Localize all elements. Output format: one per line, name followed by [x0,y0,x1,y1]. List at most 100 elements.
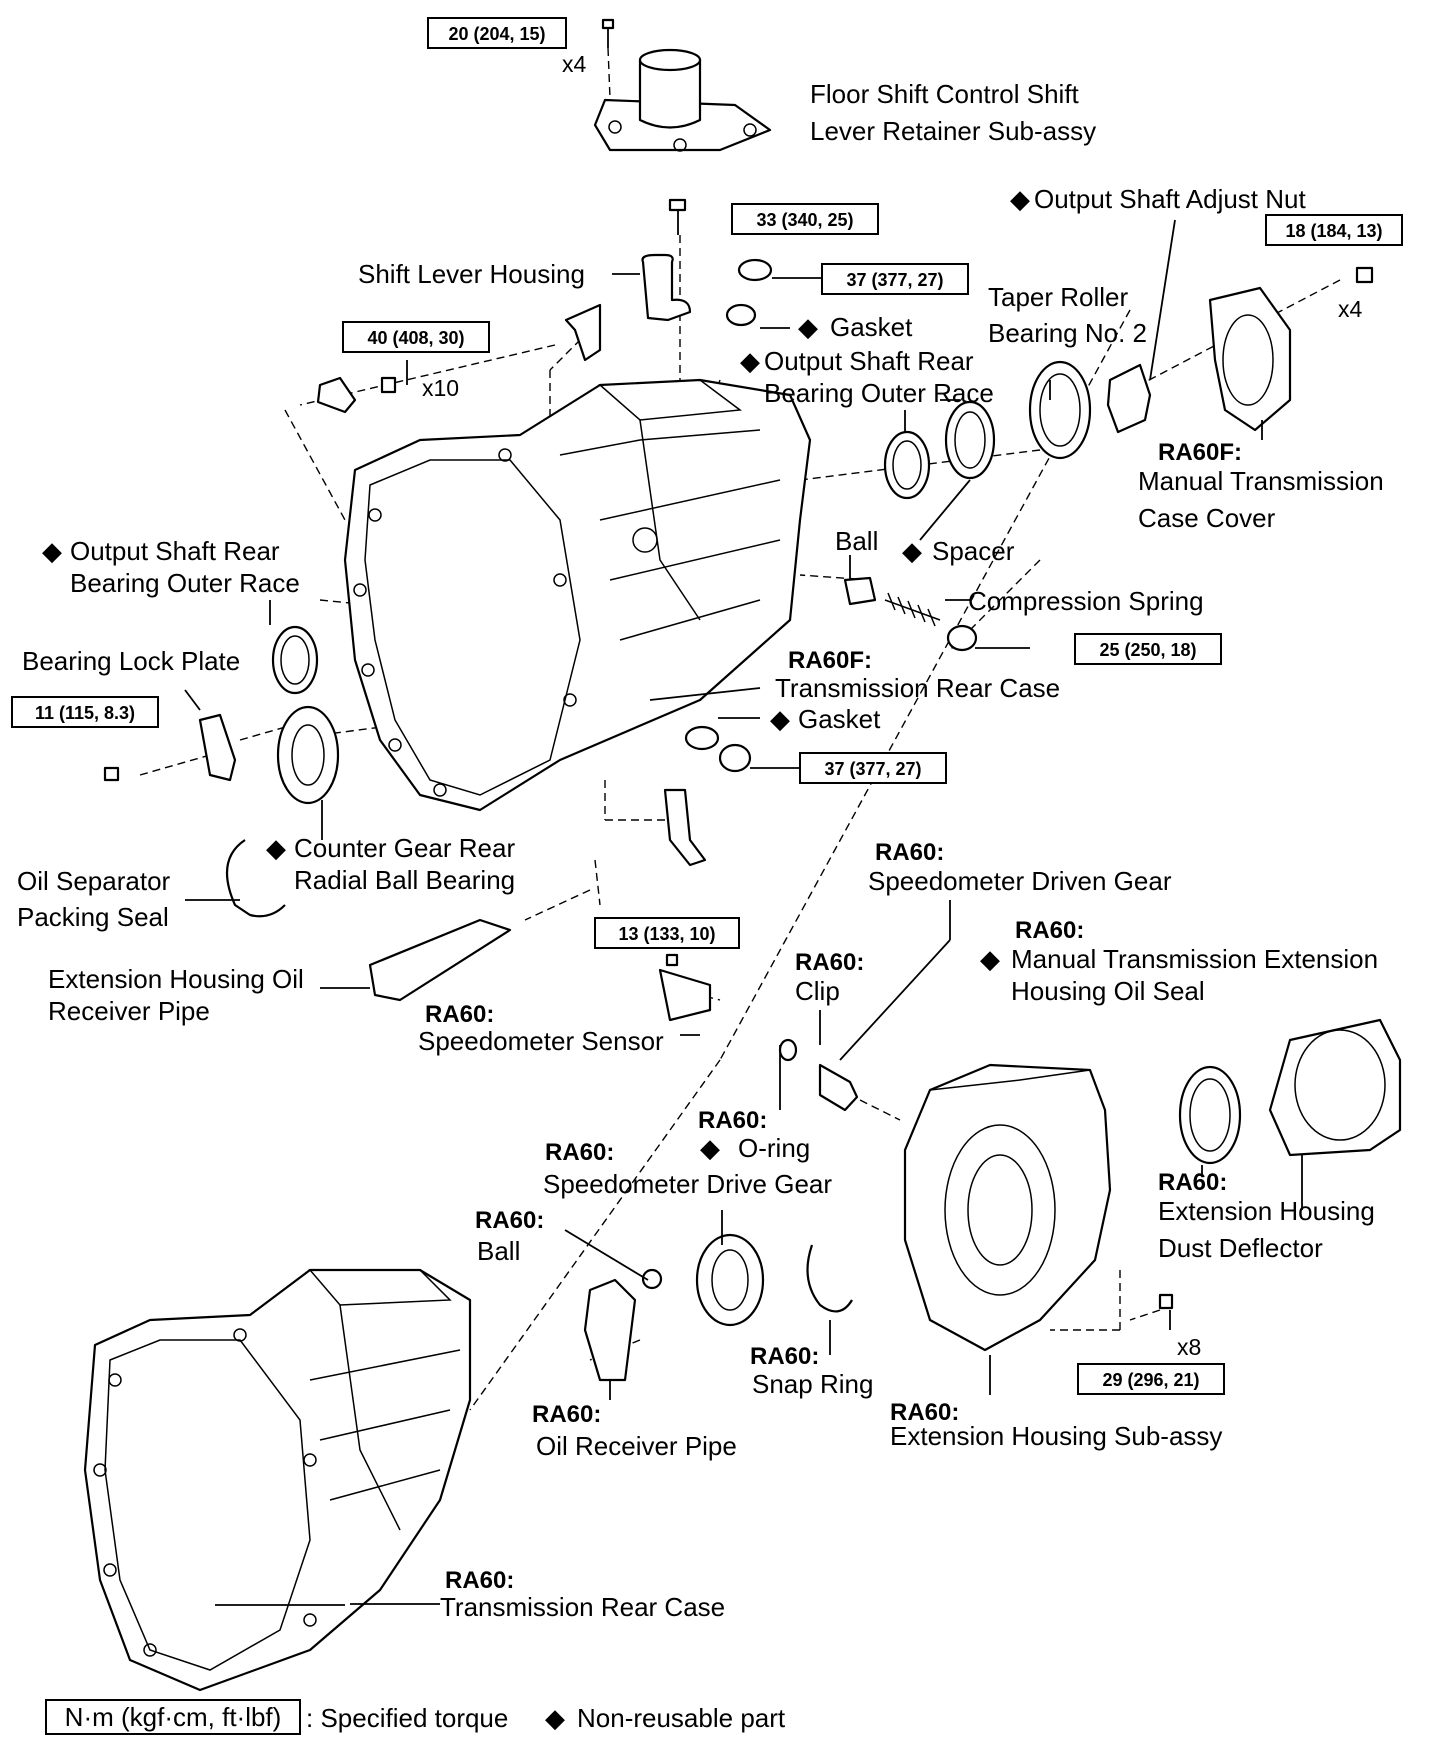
label-oil-separator-line1: Oil Separator [17,866,171,896]
oil-separator-pipe-drawing [225,839,512,1002]
quantity-x4: x4 [562,51,587,77]
label-gasket-top: Gasket [830,312,913,342]
ra60-small-parts-drawing [583,1233,853,1382]
model-tag: RA60: [890,1399,959,1426]
legend-specified-torque: : Specified torque [306,1703,508,1733]
torque-value: 37 (377, 27) [846,270,943,290]
model-tag: RA60: [1158,1169,1227,1196]
label-ext-oil-seal-line2: Housing Oil Seal [1011,976,1205,1006]
label-rear-case-ra60: Transmission Rear Case [440,1592,725,1622]
model-tag: RA60F: [788,647,872,674]
label-case-cover-line2: Case Cover [1138,503,1276,533]
ra60-extension-housing-drawing [903,1018,1402,1352]
quantity-x10: x10 [422,375,459,401]
label-output-race-right-line1: Output Shaft Rear [764,346,974,376]
model-tag: RA60F: [1158,439,1242,466]
label-oil-separator-line2: Packing Seal [17,902,169,932]
label-output-race-left-line2: Bearing Outer Race [70,568,300,598]
top-plugs-drawing [316,258,773,414]
quantity-x4: x4 [1338,296,1363,322]
non-reusable-marker: ◆ [266,833,286,863]
label-counter-gear-line1: Counter Gear Rear [294,833,515,863]
torque-value: 29 (296, 21) [1102,1370,1199,1390]
label-case-cover-line1: Manual Transmission [1138,466,1384,496]
label-output-race-left-line1: Output Shaft Rear [70,536,280,566]
torque-value: 13 (133, 10) [618,924,715,944]
label-floor-shift-line2: Lever Retainer Sub-assy [810,116,1096,146]
model-tag: RA60: [545,1139,614,1166]
model-tag: RA60: [750,1343,819,1370]
torque-box-11: 11 (115, 8.3) [11,696,159,728]
label-ext-oil-pipe-line2: Receiver Pipe [48,996,210,1026]
label-ext-oil-pipe-line1: Extension Housing Oil [48,964,304,994]
torque-box-40: 40 (408, 30) [342,321,490,353]
label-spacer: Spacer [932,536,1015,566]
non-reusable-marker: ◆ [740,346,760,376]
torque-value: 20 (204, 15) [448,24,545,44]
left-bearings-drawing [103,625,340,805]
non-reusable-marker: ◆ [42,536,62,566]
label-speedometer-sensor: Speedometer Sensor [418,1026,664,1056]
label-bearing-lock-plate: Bearing Lock Plate [22,646,240,676]
torque-box-33: 33 (340, 25) [731,203,879,235]
label-o-ring: O-ring [738,1133,810,1163]
mid-gasket-drawing [663,725,752,867]
multipliers: x4 x4 x10 x8 [422,51,1363,1360]
label-ext-oil-seal-line1: Manual Transmission Extension [1011,944,1378,974]
label-taper-roller-line1: Taper Roller [988,282,1129,312]
label-output-adjust-nut: Output Shaft Adjust Nut [1034,184,1306,214]
label-snap-ring: Snap Ring [752,1369,873,1399]
label-output-race-right-line2: Bearing Outer Race [764,378,994,408]
torque-value: 33 (340, 25) [756,210,853,230]
non-reusable-marker: ◆ [902,536,922,566]
non-reusable-marker: ◆ [1010,184,1030,214]
torque-specs: 20 (204, 15) 33 (340, 25) 18 (184, 13) 3… [11,17,1403,1395]
torque-box-25: 25 (250, 18) [1074,633,1222,665]
legend-unit-box: N·m (kgf·cm, ft·lbf) [65,1702,282,1732]
ball-spring-plug-drawing [843,576,978,652]
torque-value: 25 (250, 18) [1099,640,1196,660]
legend-non-reusable: Non-reusable part [577,1703,786,1733]
model-tag: RA60: [875,839,944,866]
label-ext-housing-sub-assy: Extension Housing Sub-assy [890,1421,1222,1451]
torque-value: 40 (408, 30) [367,328,464,348]
torque-value: 18 (184, 13) [1285,221,1382,241]
torque-value: 11 (115, 8.3) [35,703,135,723]
non-reusable-marker: ◆ [980,944,1000,974]
label-floor-shift-line1: Floor Shift Control Shift [810,79,1080,109]
speedometer-parts-drawing [658,953,859,1112]
non-reusable-marker: ◆ [798,312,818,342]
shift-lever-housing-drawing [564,198,692,362]
label-shift-lever-housing: Shift Lever Housing [358,259,585,289]
label-rear-case-ra60f: Transmission Rear Case [775,673,1060,703]
torque-box-18: 18 (184, 13) [1265,214,1403,246]
label-speedometer-drive-gear: Speedometer Drive Gear [543,1169,832,1199]
label-speedometer-driven-gear: Speedometer Driven Gear [868,866,1172,896]
shift-lever-retainer-drawing [593,18,772,152]
leader-lines [184,219,1303,1606]
model-tag: RA60: [1015,917,1084,944]
model-tag: RA60: [425,1001,494,1028]
torque-box-37-mid: 37 (377, 27) [799,752,947,784]
right-bearings-drawing [883,266,1374,500]
torque-value: 37 (377, 27) [824,759,921,779]
label-counter-gear-line2: Radial Ball Bearing [294,865,515,895]
label-gasket-mid: Gasket [798,704,881,734]
label-taper-roller-line2: Bearing No. 2 [988,318,1147,348]
non-reusable-marker: ◆ [700,1133,720,1163]
torque-box-29: 29 (296, 21) [1077,1363,1225,1395]
model-tag: RA60: [795,949,864,976]
label-ra60-ball: Ball [477,1236,520,1266]
model-tag: RA60: [475,1207,544,1234]
label-clip: Clip [795,976,840,1006]
torque-box-13: 13 (133, 10) [594,917,740,949]
legend: N·m (kgf·cm, ft·lbf) : Specified torque … [45,1699,786,1735]
torque-box-20: 20 (204, 15) [427,17,567,49]
model-tag: RA60: [698,1107,767,1134]
torque-box-37-top: 37 (377, 27) [821,263,969,295]
label-ball: Ball [835,526,878,556]
label-dust-deflector-line2: Dust Deflector [1158,1233,1323,1263]
non-reusable-marker: ◆ [545,1703,565,1733]
label-compression-spring: Compression Spring [968,586,1204,616]
